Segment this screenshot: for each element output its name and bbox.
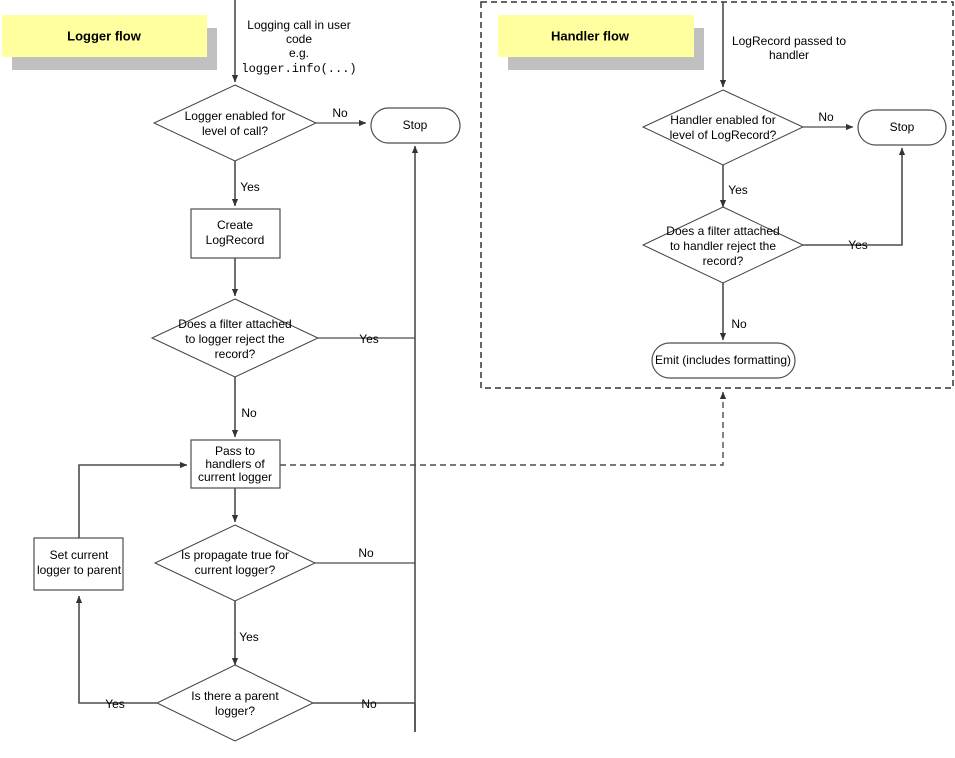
node-create-logrecord[interactable]: Create LogRecord bbox=[190, 208, 281, 259]
edge-set-parent-to-pass bbox=[78, 461, 188, 538]
handler-entry-line-1: LogRecord passed to bbox=[732, 34, 846, 48]
node-handler-enabled[interactable]: Handler enabled for level of LogRecord? bbox=[641, 89, 805, 166]
logger-enabled-line-1: Logger enabled for bbox=[185, 109, 286, 123]
edge-label-logger-enabled-no: No bbox=[332, 106, 348, 120]
is-propagate-line-2: current logger? bbox=[195, 563, 276, 577]
logger-entry-line-2: code bbox=[286, 32, 312, 46]
edge-label-logger-filter-yes: Yes bbox=[359, 332, 379, 346]
handler-flow-banner: Handler flow bbox=[498, 15, 704, 70]
pass-to-handlers-line-3: current logger bbox=[198, 470, 272, 484]
stop-handler-label: Stop bbox=[890, 120, 915, 134]
edge-handler-filter-yes bbox=[803, 147, 906, 246]
emit-shape[interactable] bbox=[651, 342, 796, 379]
stop-logger-shape[interactable] bbox=[370, 107, 461, 144]
logger-entry-line-3: e.g. bbox=[289, 46, 309, 60]
node-emit[interactable]: Emit (includes formatting) bbox=[651, 342, 796, 379]
stop-handler-shape[interactable] bbox=[857, 109, 947, 146]
edge-label-logger-filter-no: No bbox=[241, 406, 257, 420]
handler-flow-group-box bbox=[480, 1, 954, 389]
handler-filter-line-1: Does a filter attached bbox=[666, 224, 779, 238]
set-parent-line-2: logger to parent bbox=[37, 563, 122, 577]
logger-banner-label: Logger flow bbox=[67, 28, 142, 43]
logger-banner-fill bbox=[2, 15, 207, 57]
pass-to-handlers-shape[interactable] bbox=[190, 439, 281, 489]
logger-filter-line-3: record? bbox=[215, 347, 256, 361]
node-is-propagate[interactable]: Is propagate true for current logger? bbox=[153, 524, 317, 602]
edge-label-propagate-no: No bbox=[358, 546, 374, 560]
logger-entry-caption: Logging call in user code e.g. logger.in… bbox=[241, 18, 356, 76]
handler-enabled-line-1: Handler enabled for bbox=[670, 113, 775, 127]
is-propagate-line-1: Is propagate true for bbox=[181, 548, 289, 562]
logger-flow-banner: Logger flow bbox=[2, 15, 217, 70]
node-stop-logger[interactable]: Stop bbox=[370, 107, 461, 144]
logger-entry-code: logger.info(...) bbox=[241, 62, 356, 76]
edge-label-handler-filter-no: No bbox=[731, 317, 747, 331]
create-logrecord-line-1: Create bbox=[217, 218, 253, 232]
emit-label: Emit (includes formatting) bbox=[655, 353, 791, 367]
edge-label-propagate-yes: Yes bbox=[239, 630, 259, 644]
set-parent-line-1: Set current bbox=[50, 548, 109, 562]
pass-to-handlers-line-2: handlers of bbox=[205, 457, 265, 471]
handler-banner-fill bbox=[498, 15, 694, 57]
edge-label-has-parent-yes: Yes bbox=[105, 697, 125, 711]
has-parent-line-2: logger? bbox=[215, 704, 255, 718]
edge-label-handler-filter-yes: Yes bbox=[848, 238, 868, 252]
node-logger-enabled[interactable]: Logger enabled for level of call? bbox=[152, 84, 318, 162]
set-parent-shape[interactable] bbox=[33, 537, 124, 591]
stop-logger-label: Stop bbox=[403, 118, 428, 132]
edge-label-has-parent-no: No bbox=[361, 697, 377, 711]
handler-filter-line-2: to handler reject the bbox=[670, 239, 776, 253]
edge-label-handler-enabled-yes: Yes bbox=[728, 183, 748, 197]
handler-entry-line-2: handler bbox=[769, 48, 809, 62]
logger-enabled-line-2: level of call? bbox=[202, 124, 268, 138]
logger-filter-line-2: to logger reject the bbox=[185, 332, 285, 346]
edge-label-handler-enabled-no: No bbox=[818, 110, 834, 124]
handler-entry-caption: LogRecord passed to handler bbox=[732, 34, 846, 62]
node-stop-handler[interactable]: Stop bbox=[857, 109, 947, 146]
handler-banner-label: Handler flow bbox=[551, 28, 630, 43]
edge-has-parent-yes bbox=[75, 595, 157, 704]
pass-to-handlers-line-1: Pass to bbox=[215, 444, 255, 458]
logger-entry-line-1: Logging call in user bbox=[247, 18, 350, 32]
logger-filter-line-1: Does a filter attached bbox=[178, 317, 291, 331]
node-logger-filter[interactable]: Does a filter attached to logger reject … bbox=[150, 298, 320, 378]
has-parent-line-1: Is there a parent bbox=[191, 689, 279, 703]
node-handler-filter[interactable]: Does a filter attached to handler reject… bbox=[641, 206, 805, 284]
node-pass-to-handlers[interactable]: Pass to handlers of current logger bbox=[190, 439, 281, 489]
has-parent-diamond[interactable] bbox=[155, 664, 315, 742]
edge-pass-to-handler-flow-dashed bbox=[280, 391, 727, 466]
create-logrecord-line-2: LogRecord bbox=[206, 233, 265, 247]
handler-enabled-line-2: level of LogRecord? bbox=[670, 128, 777, 142]
handler-filter-line-3: record? bbox=[703, 254, 744, 268]
node-set-parent[interactable]: Set current logger to parent bbox=[33, 537, 124, 591]
node-has-parent[interactable]: Is there a parent logger? bbox=[155, 664, 315, 742]
edge-label-logger-enabled-yes: Yes bbox=[240, 180, 260, 194]
